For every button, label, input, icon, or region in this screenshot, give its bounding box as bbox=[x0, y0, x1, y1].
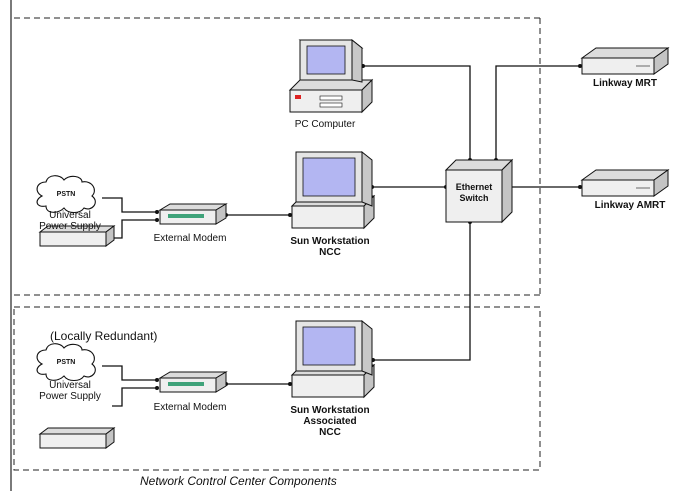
ups-top-label-2: Power Supply bbox=[39, 221, 101, 232]
sun-assoc-label-1: Sun Workstation bbox=[290, 405, 370, 416]
ethernet-switch-label-2: Switch bbox=[459, 193, 489, 203]
ethernet-switch-label-1: Ethernet bbox=[455, 182, 493, 192]
linkway-mrt-icon bbox=[580, 47, 670, 75]
ups-top-label-1: Universal bbox=[49, 210, 91, 221]
pstn-top-cloud-icon bbox=[36, 175, 96, 214]
pc-computer-label: PC Computer bbox=[294, 119, 356, 130]
pstn-bottom-cloud-icon bbox=[36, 343, 96, 382]
ups-bottom-label-2: Power Supply bbox=[39, 391, 101, 402]
linkway-amrt-label: Linkway AMRT bbox=[594, 200, 666, 211]
sun-ncc-label-2: NCC bbox=[319, 247, 341, 258]
ethernet-switch-icon bbox=[444, 158, 514, 224]
region-borders bbox=[13, 17, 541, 471]
pstn-bottom-label: PSTN bbox=[56, 359, 76, 366]
modem-bottom-label: External Modem bbox=[153, 402, 227, 413]
ups-bottom-label-1: Universal bbox=[49, 380, 91, 391]
sun-assoc-label-3: NCC bbox=[319, 427, 341, 438]
pstn-top-label: PSTN bbox=[56, 191, 76, 198]
ups-top-icon bbox=[38, 225, 116, 247]
pc-computer-icon bbox=[288, 38, 374, 114]
sun-assoc-label-2: Associated bbox=[303, 416, 357, 427]
linkway-mrt-label: Linkway MRT bbox=[593, 78, 657, 89]
sun-workstation-ncc-icon bbox=[290, 150, 376, 230]
locally-redundant-note: (Locally Redundant) bbox=[50, 329, 158, 343]
sun-workstation-associated-icon bbox=[290, 319, 376, 399]
linkway-amrt-icon bbox=[580, 169, 670, 197]
external-modem-bottom-icon bbox=[158, 371, 228, 393]
external-modem-top-icon bbox=[158, 203, 228, 225]
diagram-caption: Network Control Center Components bbox=[140, 474, 337, 488]
sun-ncc-label-1: Sun Workstation bbox=[290, 236, 370, 247]
ups-bottom-icon bbox=[38, 427, 116, 449]
modem-top-label: External Modem bbox=[153, 233, 227, 244]
connections bbox=[102, 65, 580, 407]
